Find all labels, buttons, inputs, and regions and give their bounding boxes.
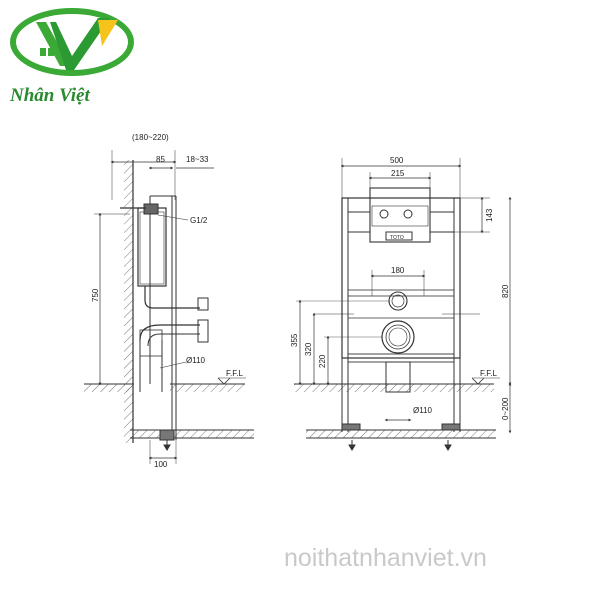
side-dim-750: 750 — [91, 288, 100, 302]
brand-logo: Nhân Việt — [9, 8, 134, 106]
side-dim-85: 85 — [156, 155, 165, 164]
side-supply-valve — [143, 203, 159, 215]
front-brand-badge: TOTO — [390, 235, 404, 241]
side-flush-pipe — [144, 286, 200, 309]
side-view-labels: (180~220) 85 18~33 G1/2 750 Ø110 F.F.L 1… — [91, 133, 243, 469]
front-floor-slab — [306, 430, 496, 438]
front-downpipe — [385, 361, 411, 393]
side-view — [84, 150, 254, 464]
front-dim-500: 500 — [390, 156, 404, 165]
front-dim-220: 220 — [318, 354, 327, 368]
side-label-g12: G1/2 — [190, 216, 208, 225]
side-dim-top-range: (180~220) — [132, 133, 169, 142]
side-dim-18-33: 18~33 — [186, 155, 209, 164]
side-cistern-body — [137, 207, 167, 287]
front-drain-outlet — [381, 320, 415, 354]
side-dim-100: 100 — [154, 460, 168, 469]
side-wall-hatch — [124, 160, 133, 443]
side-floor-hatch — [84, 384, 134, 392]
front-dim-180: 180 — [391, 266, 405, 275]
front-dim-0-200: 0~200 — [501, 397, 510, 420]
front-frame — [341, 197, 461, 359]
front-dim-320: 320 — [304, 342, 313, 356]
front-dim-820: 820 — [501, 284, 510, 298]
logo-brand-name: Nhân Việt — [9, 85, 90, 106]
front-dim-355: 355 — [290, 333, 299, 347]
front-label-d110: Ø110 — [413, 406, 433, 415]
front-dim-143: 143 — [485, 208, 494, 222]
front-view-labels: 500 215 143 TOTO 180 820 355 320 220 F.F… — [290, 156, 510, 420]
side-label-d110: Ø110 — [186, 356, 206, 365]
front-dim-215: 215 — [391, 169, 405, 178]
front-flush-button-right — [403, 209, 413, 219]
side-label-ffl: F.F.L — [226, 369, 243, 378]
front-label-ffl: F.F.L — [480, 369, 497, 378]
front-flush-button-left — [379, 209, 389, 219]
site-watermark: noithatnhanviet.vn — [284, 544, 487, 572]
front-view — [294, 158, 512, 451]
front-cistern — [369, 187, 431, 243]
side-drain-pipe — [139, 324, 200, 341]
